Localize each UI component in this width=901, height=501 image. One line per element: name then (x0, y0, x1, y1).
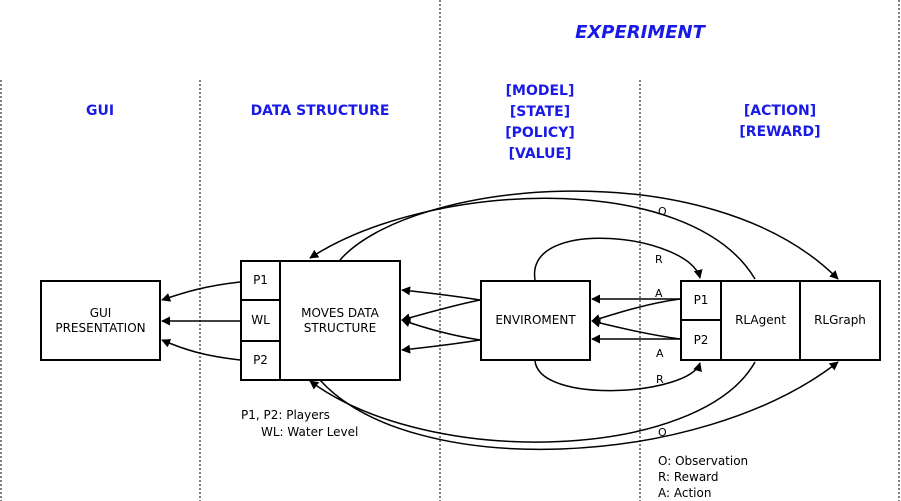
edge-label-r-top: R (655, 253, 663, 266)
legend-action: A: Action (658, 486, 712, 500)
gui-header: GUI (85, 103, 115, 119)
action-line: [ACTION] (743, 103, 817, 119)
gui-presentation-box: GUI PRESENTATION (40, 280, 161, 361)
arrow-observation-bottom-to-rlgraph (319, 361, 839, 451)
rlgraph-box: RLGraph (799, 280, 881, 361)
arrow-env-to-moves-2 (401, 299, 481, 323)
wl-box: WL (240, 299, 281, 342)
moves-data-structure-box: MOVES DATA STRUCTURE (279, 260, 401, 381)
action-reward-header: [ACTION] [REWARD] (720, 101, 840, 143)
enviroment-box: ENVIROMENT (480, 280, 591, 361)
p2-box: P2 (240, 340, 281, 381)
reward-line: [REWARD] (739, 124, 821, 140)
edge-label-o-bottom: O (658, 426, 667, 439)
arrow-p2-to-gui (161, 339, 241, 361)
legend-reward: R: Reward (658, 470, 719, 484)
arrow-agent-p1-to-env-cross (591, 298, 681, 323)
model-line: [MODEL] (505, 83, 575, 99)
arrow-observation-top-to-rlgraph (339, 190, 839, 280)
legend-water-level: WL: Water Level (261, 425, 359, 439)
legend-players: P1, P2: Players (241, 408, 330, 422)
model-state-policy-value-header: [MODEL] [STATE] [POLICY] [VALUE] (490, 81, 590, 165)
edge-label-a-bottom: A (656, 347, 664, 360)
rlagent-box: RLAgent (720, 280, 801, 361)
arrow-env-to-moves-4 (401, 339, 481, 354)
edge-label-r-bottom: R (656, 373, 664, 386)
value-line: [VALUE] (508, 146, 572, 162)
experiment-header: EXPERIMENT (575, 22, 705, 43)
legend-observation: O: Observation (658, 454, 749, 468)
edge-label-a-top: A (655, 287, 663, 300)
arrow-reward-top (534, 237, 703, 281)
agent-p2-box: P2 (680, 319, 722, 361)
state-line: [STATE] (509, 104, 571, 120)
arrow-env-to-moves-3 (401, 318, 481, 341)
agent-p1-box: P1 (680, 280, 722, 321)
arrow-agent-p2-to-env-cross (591, 318, 681, 340)
p1-box: P1 (240, 260, 281, 301)
arrow-observation-top-to-moves (309, 197, 756, 280)
edge-label-o-top: O (658, 205, 667, 218)
data-structure-header: DATA STRUCTURE (250, 103, 390, 119)
policy-line: [POLICY] (505, 125, 575, 141)
arrow-observation-bottom-to-moves (309, 361, 756, 443)
arrow-p1-to-gui (161, 281, 241, 302)
arrow-reward-bottom (534, 360, 702, 392)
arrow-env-to-moves-1 (401, 286, 481, 301)
